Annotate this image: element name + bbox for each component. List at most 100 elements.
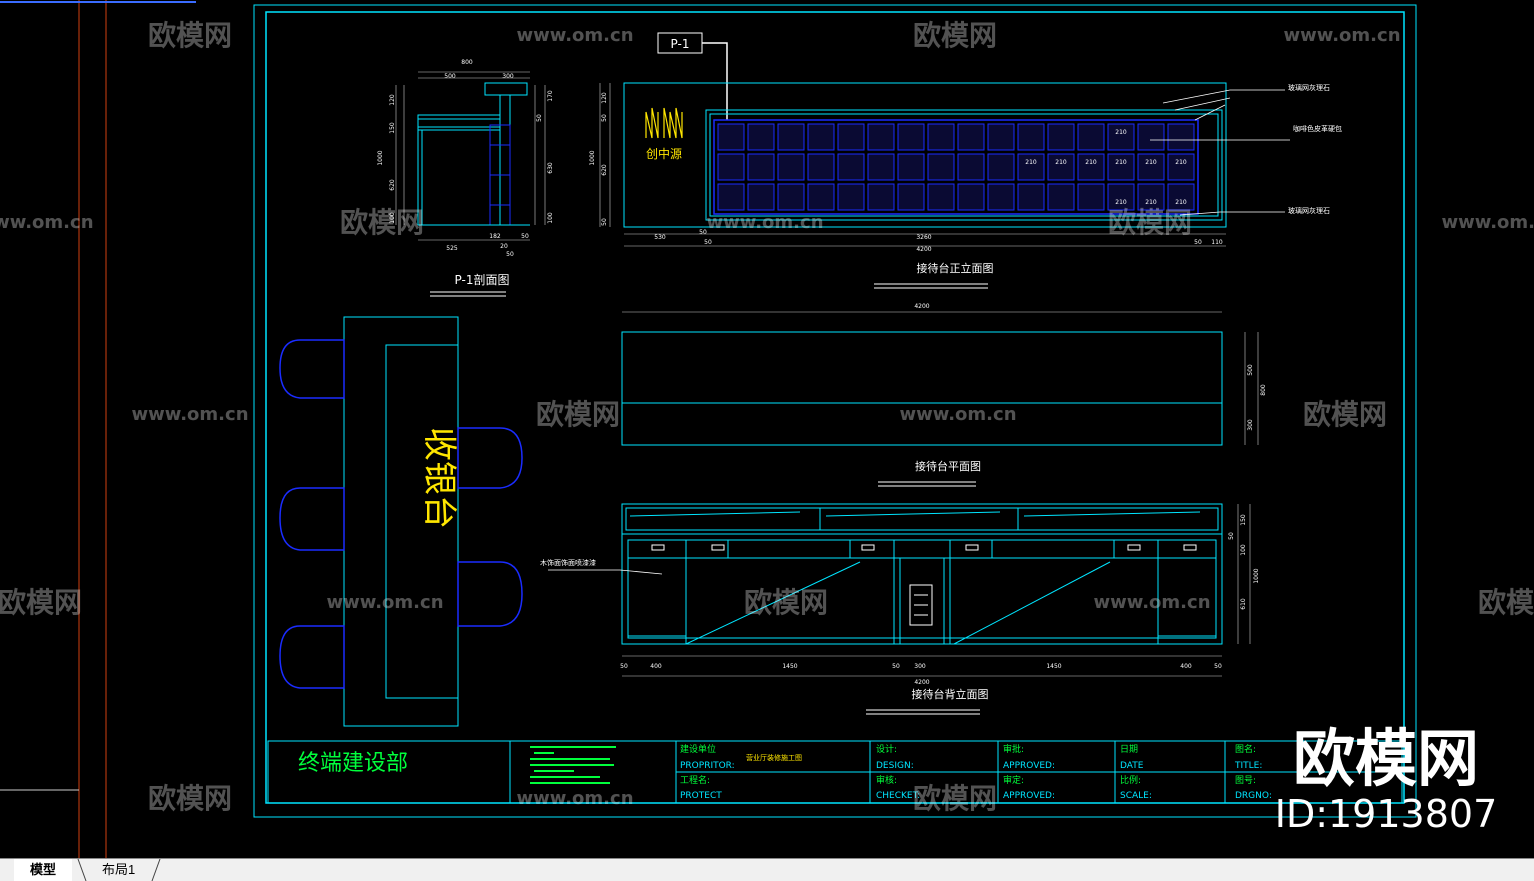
- sheet-inner-frame: [265, 11, 1405, 804]
- panel-cell: [987, 123, 1015, 151]
- plan-view[interactable]: [621, 311, 1259, 446]
- panel-cell: [957, 153, 985, 181]
- dim-text: 300: [1247, 419, 1254, 431]
- tb-label: PROPRITOR:: [680, 761, 735, 771]
- back-elevation[interactable]: [621, 503, 1251, 677]
- back-title: 接待台背立面图: [912, 687, 989, 701]
- dim-text: 400: [650, 663, 662, 670]
- watermark-brand: 欧模网: [536, 398, 620, 431]
- watermark-brand: 欧模网: [744, 586, 828, 619]
- tab-model[interactable]: 模型: [14, 859, 73, 881]
- dim-text: 100: [389, 212, 396, 224]
- dim-text: 50: [601, 218, 608, 226]
- panel-cell: [867, 153, 895, 181]
- notes-block: [530, 746, 616, 784]
- note-text: 玻璃网灰理石: [1288, 206, 1330, 215]
- tb-label: 工程名:: [680, 774, 710, 786]
- watermark-brand: 欧模网: [1478, 586, 1534, 619]
- watermark-url: www.om.cn: [516, 25, 633, 46]
- tab-layout1[interactable]: 布局1: [102, 862, 136, 877]
- note-text: 咖啡色皮革硬包: [1293, 124, 1342, 133]
- cell-label: 210: [1175, 199, 1187, 206]
- dim-text: 50: [536, 114, 543, 122]
- cell-label: 210: [1085, 159, 1097, 166]
- dim-text: 50: [1214, 663, 1222, 670]
- dim-text: 1000: [377, 150, 384, 165]
- panel-cell: [717, 123, 745, 151]
- dim-text: 170: [547, 90, 554, 102]
- dim-text: 610: [1240, 598, 1247, 610]
- dim-text: 4200: [916, 246, 931, 253]
- panel-cell: [1137, 183, 1165, 211]
- panel-cell: [957, 183, 985, 211]
- cashier-label: 收银台: [419, 427, 459, 529]
- panel-cell: [777, 183, 805, 211]
- watermark-url: www.om.cn: [516, 788, 633, 809]
- title-block[interactable]: [267, 740, 1403, 804]
- cad-model-space[interactable]: 800 500 300 525 182 20 50 50 1000 620 12…: [0, 0, 1534, 858]
- plan-title: 接待台平面图: [915, 459, 981, 473]
- watermark-brand: 欧模网: [148, 782, 232, 815]
- watermark-url: www.om.cn: [1441, 212, 1534, 233]
- note-text: 木饰面饰面喷漆漆: [540, 558, 596, 567]
- dim-text: 4200: [914, 679, 929, 686]
- dim-text: 50: [704, 239, 712, 246]
- watermark-brand: 欧模网: [340, 206, 424, 239]
- cell-label: 210: [1055, 159, 1067, 166]
- panel-cell: [1077, 153, 1105, 181]
- dim-text: 800: [1260, 384, 1267, 396]
- dim-text: 100: [1240, 544, 1247, 556]
- dim-text: 110: [1211, 239, 1223, 246]
- cell-label: 210: [1115, 129, 1127, 136]
- dim-text: 300: [502, 73, 514, 80]
- dim-text: 50: [521, 233, 529, 240]
- dim-text: 620: [389, 179, 396, 191]
- dim-text: 4200: [914, 303, 929, 310]
- watermark-url: www.om.cn: [0, 212, 94, 233]
- panel-cell: [747, 153, 775, 181]
- cell-label: 210: [1115, 159, 1127, 166]
- tab-separators: [77, 859, 161, 881]
- panel-cell: [987, 153, 1015, 181]
- tb-label: APPROVED:: [1003, 791, 1055, 801]
- watermark-url: www.om.cn: [326, 592, 443, 613]
- tb-label: 建设单位: [680, 743, 716, 755]
- panel-cell: [1077, 123, 1105, 151]
- tb-value: 营业厅装修施工图: [746, 753, 802, 762]
- panel-cell: [1167, 183, 1195, 211]
- cell-label: 210: [1145, 199, 1157, 206]
- panel-cell: [717, 153, 745, 181]
- watermark-url: www.om.cn: [899, 404, 1016, 425]
- watermark-brand-large: 欧模网: [1293, 722, 1479, 795]
- tb-label: 图名:: [1235, 743, 1256, 755]
- panel-cell: [897, 183, 925, 211]
- dim-text: 800: [461, 59, 473, 66]
- tb-label: 比例:: [1120, 774, 1141, 786]
- chair-icon: [279, 339, 523, 689]
- panel-cell: [1107, 123, 1135, 151]
- dim-text: 500: [1247, 364, 1254, 376]
- panel-cell: [717, 183, 745, 211]
- panel-cell: [807, 183, 835, 211]
- dim-text: 50: [892, 663, 900, 670]
- panel-cell: [1017, 153, 1045, 181]
- panel-cell: [1047, 123, 1075, 151]
- watermark-url: www.om.cn: [131, 404, 248, 425]
- tb-label: 设计:: [876, 743, 897, 755]
- dim-text: 1000: [589, 150, 596, 165]
- dim-text: 150: [389, 122, 396, 134]
- dim-text: 50: [620, 663, 628, 670]
- panel-cell: [837, 183, 865, 211]
- dim-text: 50: [506, 251, 514, 258]
- section-view[interactable]: [395, 71, 546, 241]
- watermark-brand: 欧模网: [1303, 398, 1387, 431]
- dim-text: 300: [914, 663, 926, 670]
- watermark-brand: 欧模网: [1108, 206, 1192, 239]
- logo-icon: [645, 107, 683, 139]
- tb-label: TITLE:: [1234, 761, 1262, 771]
- dim-text: 530: [654, 234, 666, 241]
- watermark-url: www.om.cn: [706, 212, 823, 233]
- dim-text: 50: [699, 229, 707, 236]
- dim-text: 400: [1180, 663, 1192, 670]
